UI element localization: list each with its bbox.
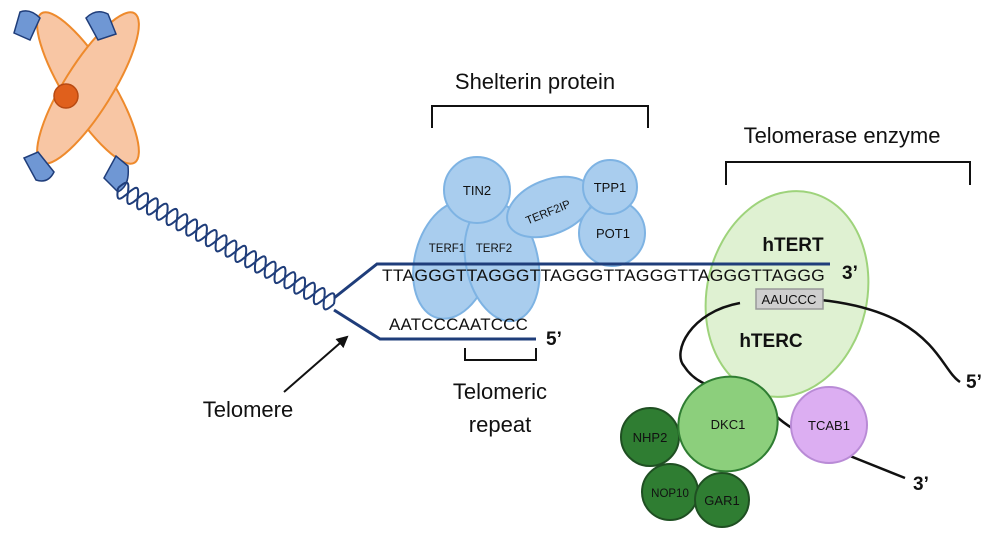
tcab1-protein — [790, 386, 868, 464]
bottom-strand-5prime: 5’ — [546, 329, 562, 350]
dkc1-label: DKC1 — [711, 417, 746, 432]
nhp2-label: NHP2 — [633, 430, 668, 445]
hterc-3prime: 3’ — [913, 474, 929, 495]
template-sequence: AAUCCC — [762, 292, 817, 307]
chromosome-cap — [13, 10, 41, 41]
pot1-label: POT1 — [596, 226, 630, 241]
tin2-protein — [443, 156, 511, 224]
top-strand — [333, 262, 830, 300]
chromosome-cap — [85, 11, 117, 41]
shelterin-brace — [431, 105, 649, 128]
chromosome — [13, 10, 140, 193]
dna-helix — [116, 181, 336, 311]
tcab1-label: TCAB1 — [808, 418, 850, 433]
bottom-strand — [333, 308, 536, 341]
terf2-label: TERF2 — [476, 243, 512, 255]
telomere-strands — [333, 262, 830, 341]
bottom-strand-sequence: AATCCCAATCCC — [389, 315, 528, 334]
telomerase-label: Telomerase enzyme — [744, 123, 941, 148]
template-box — [755, 288, 824, 310]
top-strand-3prime: 3’ — [842, 263, 858, 284]
telomerase-brace — [725, 161, 971, 185]
tpp1-protein — [582, 159, 638, 215]
gar1-protein — [694, 472, 750, 528]
telomeric-repeat-bracket — [464, 348, 537, 361]
hterc-label: hTERC — [739, 331, 803, 352]
helix-strand — [117, 181, 335, 311]
centromere — [53, 83, 79, 109]
shelterin-label: Shelterin protein — [455, 69, 615, 94]
telomere-arrow — [283, 335, 349, 393]
htert-label: hTERT — [762, 235, 824, 256]
gar1-label: GAR1 — [704, 493, 739, 508]
dkc1-protein — [677, 375, 779, 473]
top-strand-sequence: TTAGGGTTAGGGTTAGGGTTAGGGTTAGGGTTAGGG — [382, 266, 825, 285]
telomerase-accessory — [620, 375, 868, 528]
hterc-5prime: 5’ — [966, 372, 982, 393]
telomeric-repeat-label-line1: Telomeric — [453, 379, 547, 404]
shelterin-complex — [412, 156, 646, 323]
telomere-label: Telomere — [203, 397, 293, 422]
chromosome-cap — [22, 151, 55, 182]
tpp1-label: TPP1 — [594, 180, 627, 195]
terf1-label: TERF1 — [429, 243, 465, 255]
telomeric-repeat-label-line2: repeat — [469, 412, 531, 437]
nop10-label: NOP10 — [651, 488, 689, 500]
tin2-label: TIN2 — [463, 183, 491, 198]
